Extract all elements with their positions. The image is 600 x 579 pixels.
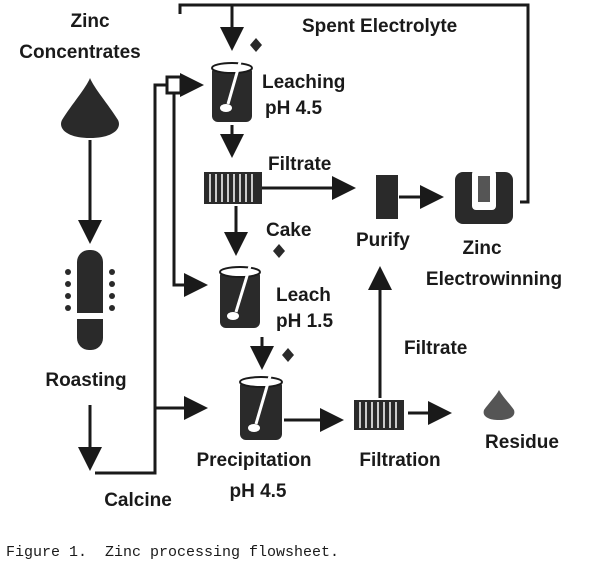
filter-press-top-icon [204, 172, 262, 204]
filtrate-side-label: Filtrate [404, 338, 467, 359]
reagent-drop-icon [250, 38, 262, 52]
arrow-splitter-to-leach [172, 93, 208, 297]
leaching-ph-label: pH 4.5 [265, 98, 322, 119]
roaster-icon [65, 250, 115, 350]
zinc-concentrates-label-line1: Zinc [70, 11, 109, 32]
figure-caption: Figure 1. Zinc processing flowsheet. [6, 544, 339, 561]
roasting-label: Roasting [45, 370, 126, 391]
reagent-drop-icon [282, 348, 294, 362]
zinc-electrowinning-label-line2: Electrowinning [426, 269, 562, 290]
zinc-concentrates-label-line2: Concentrates [19, 42, 140, 63]
precipitation-ph-label: pH 4.5 [229, 481, 286, 502]
calcine-main-line [95, 83, 175, 475]
spent-electrolyte-line [178, 3, 530, 204]
leach-label: Leach [276, 285, 331, 306]
residue-label: Residue [485, 432, 559, 453]
leach-tank-icon [219, 265, 261, 328]
calcine-label: Calcine [104, 490, 172, 511]
spent-electrolyte-label: Spent Electrolyte [302, 16, 457, 37]
purify-unit-icon [376, 175, 398, 219]
concentrate-pile-icon [61, 78, 119, 138]
zinc-electrowinning-label-line1: Zinc [462, 238, 501, 259]
residue-pile-icon [483, 390, 515, 420]
leach-ph-label: pH 1.5 [276, 311, 333, 332]
filtration-label: Filtration [359, 450, 440, 471]
reagent-drop-icon [273, 244, 285, 258]
leaching-label: Leaching [262, 72, 345, 93]
precipitation-label: Precipitation [196, 450, 311, 471]
filter-press-bottom-icon [354, 400, 404, 430]
filtrate-top-label: Filtrate [268, 154, 331, 175]
leaching-tank-icon [211, 61, 253, 122]
cake-label: Cake [266, 220, 311, 241]
splitter-box [165, 75, 183, 95]
precipitation-tank-icon [239, 375, 283, 440]
electrowinning-cell-icon [455, 170, 513, 224]
purify-label: Purify [356, 230, 410, 251]
